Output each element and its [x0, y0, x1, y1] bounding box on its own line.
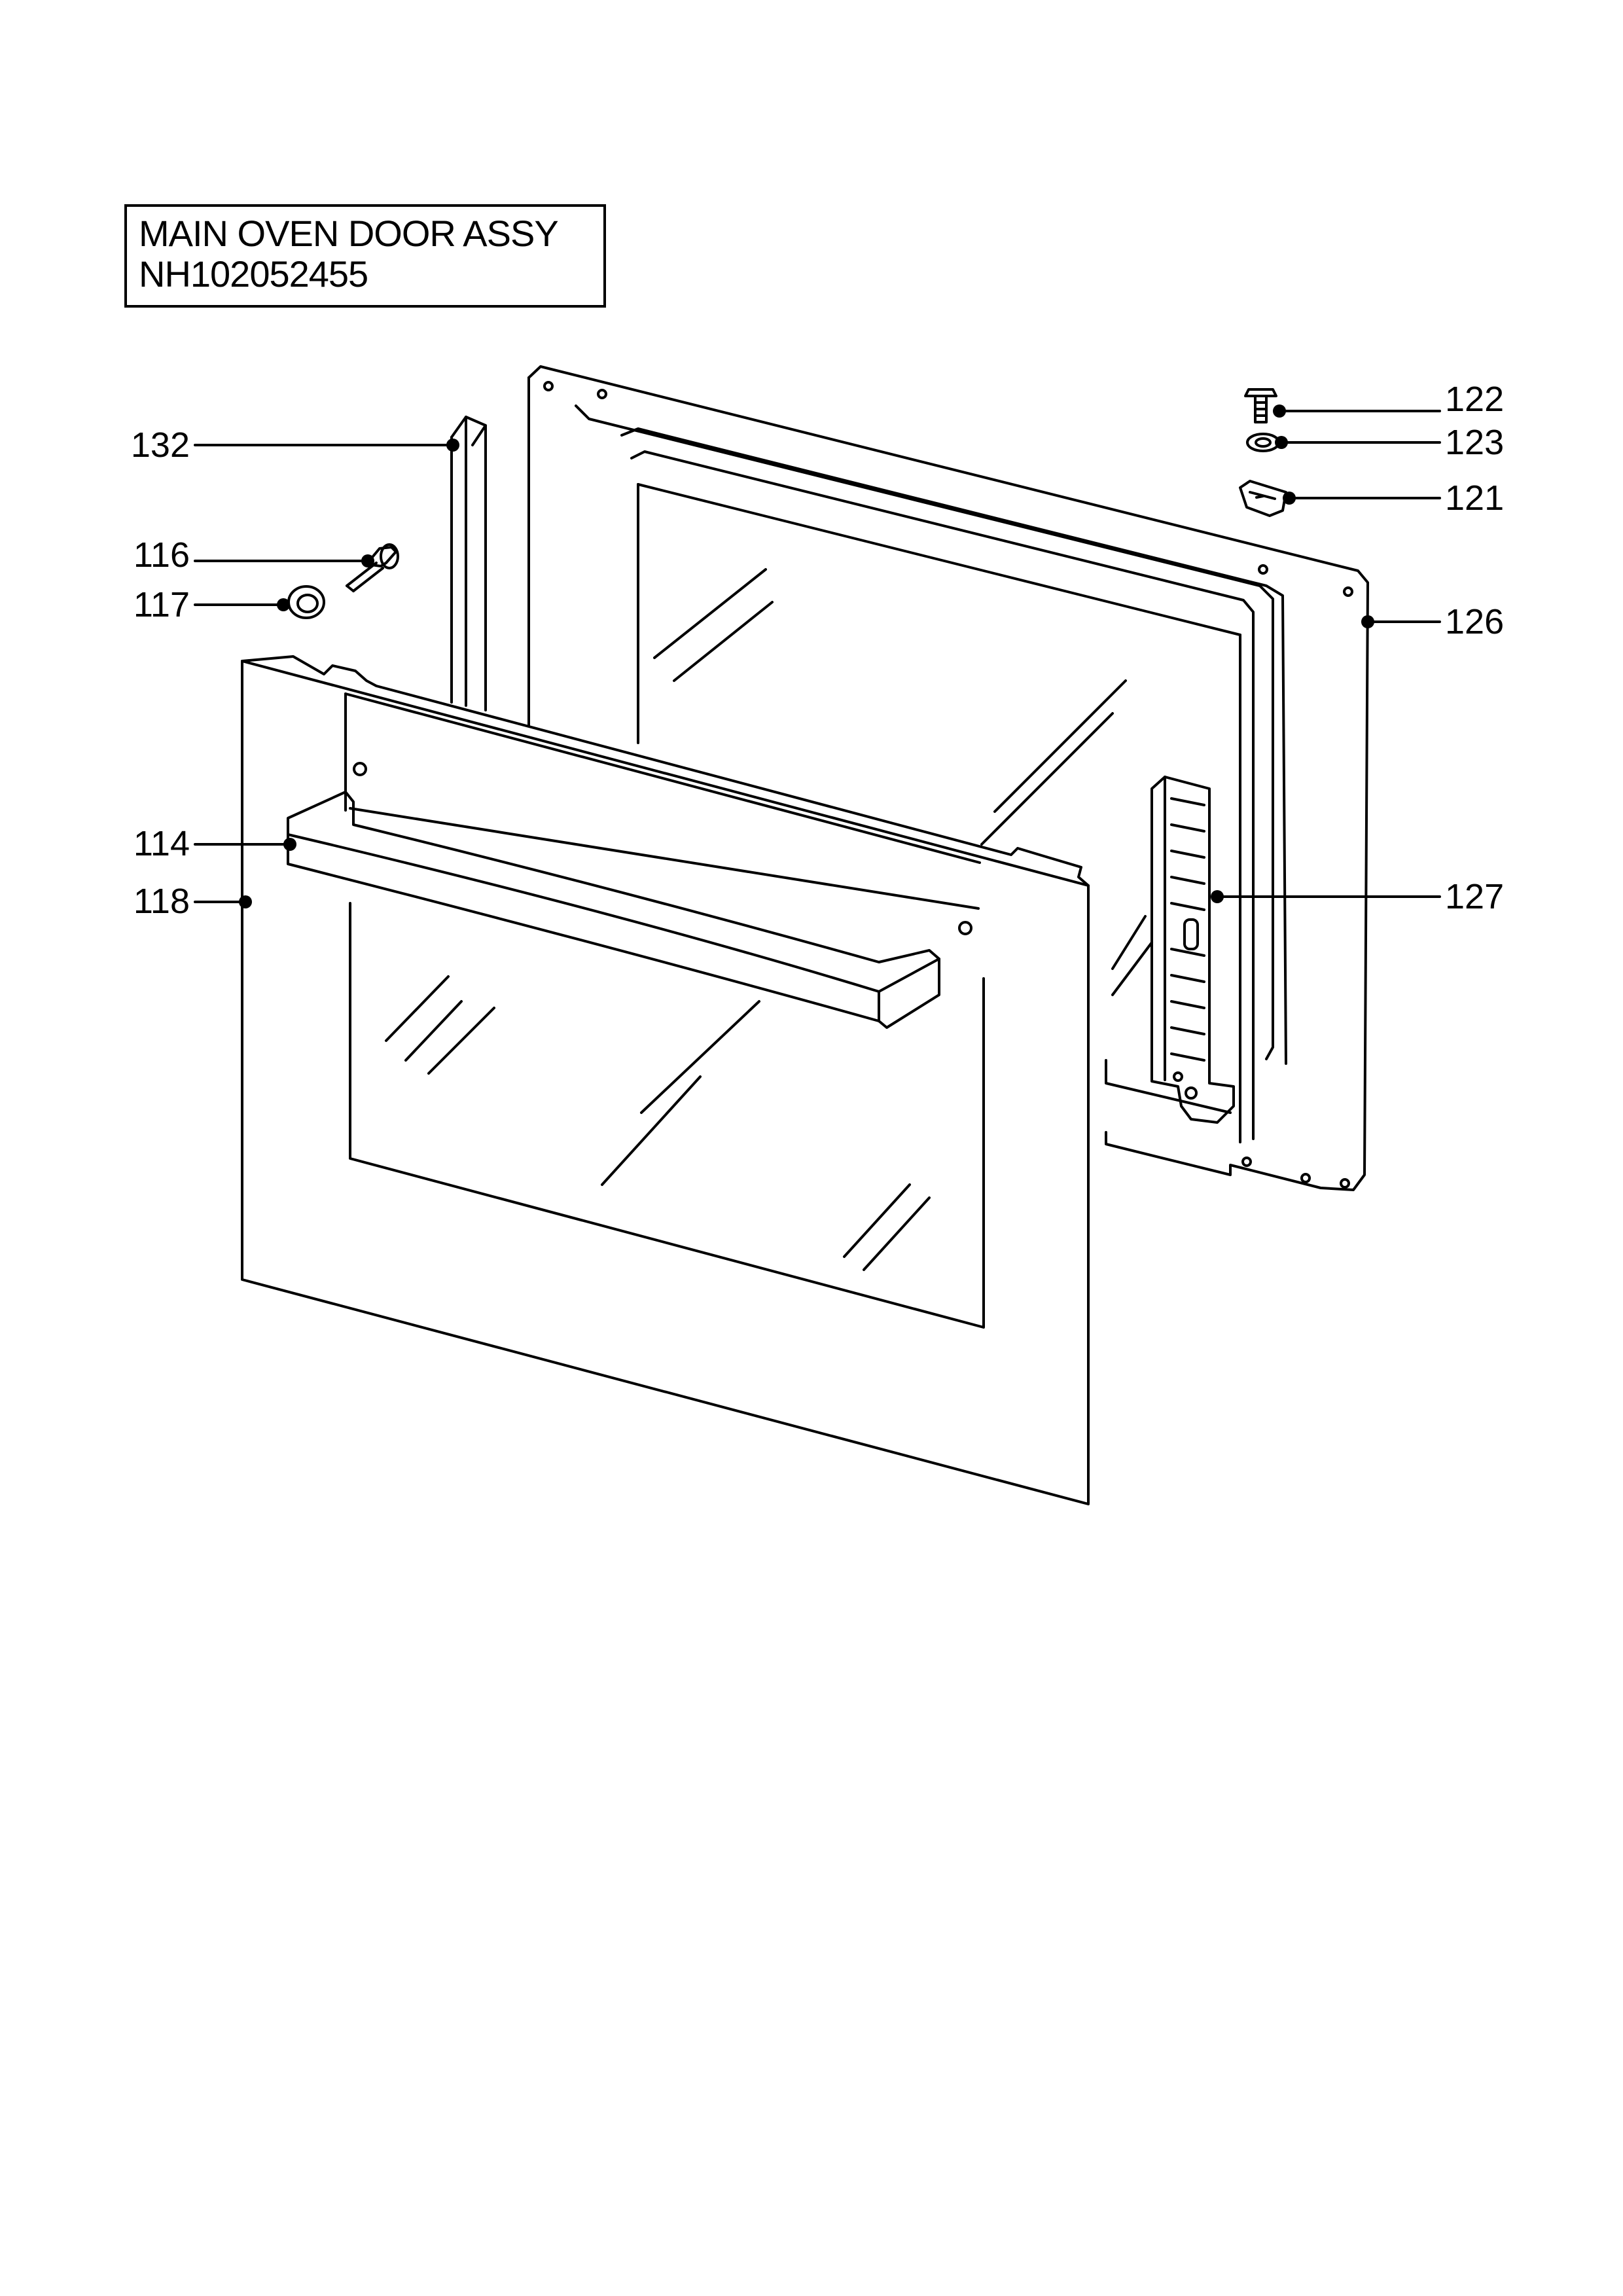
washer — [1246, 433, 1280, 452]
outer-door-panel — [241, 655, 1090, 1505]
hinge-bolt — [346, 543, 399, 592]
title-line-2: NH102052455 — [139, 253, 368, 295]
callout-132: 132 — [131, 425, 190, 465]
hinge-bush — [287, 585, 325, 619]
inner-door-frame — [527, 365, 1369, 1191]
leader-dots — [239, 404, 1374, 908]
callout-126: 126 — [1445, 602, 1504, 641]
screw — [1244, 388, 1277, 423]
leader-lines — [194, 410, 1441, 903]
door-hinge — [1150, 776, 1235, 1124]
callout-122: 122 — [1445, 380, 1504, 419]
callout-121: 121 — [1445, 478, 1504, 518]
callout-116: 116 — [134, 535, 190, 575]
callout-117: 117 — [134, 585, 190, 624]
callout-118: 118 — [134, 882, 190, 921]
callout-127: 127 — [1445, 877, 1504, 916]
callout-123: 123 — [1445, 423, 1504, 462]
door-handle — [287, 791, 940, 1029]
callout-labels: 132 116 117 114 118 122 123 121 126 127 — [131, 380, 1504, 921]
callout-114: 114 — [134, 824, 190, 863]
title-line-1: MAIN OVEN DOOR ASSY — [139, 213, 559, 254]
door-seal-strip — [450, 416, 487, 711]
bracket-clip — [1239, 480, 1287, 517]
title-box: MAIN OVEN DOOR ASSY NH102052455 — [124, 204, 606, 308]
